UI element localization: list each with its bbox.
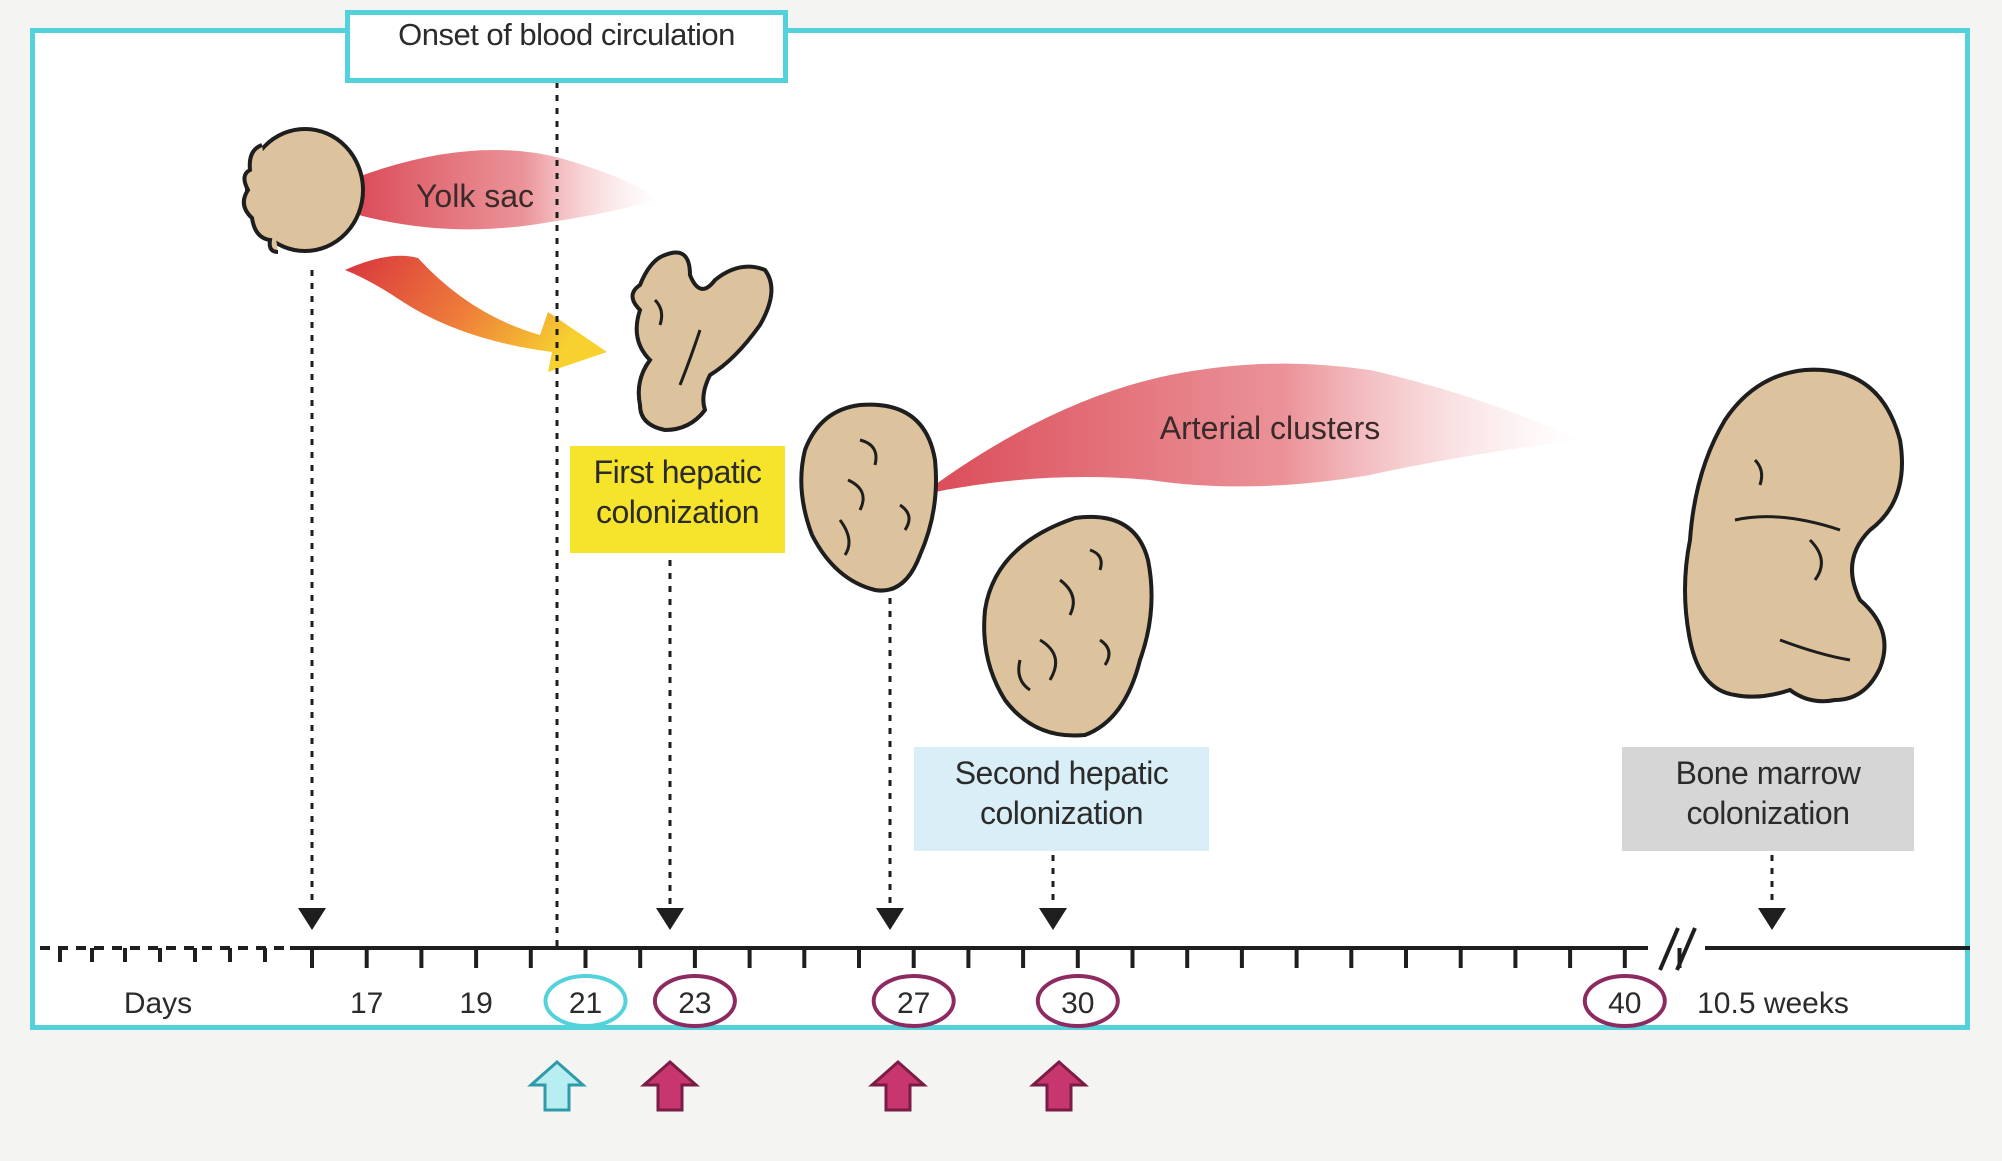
up-arrows <box>527 1059 1089 1112</box>
day-circle-marker <box>871 974 956 1028</box>
first-hepatic-colonization-box: First hepatic colonization <box>570 446 785 553</box>
curved-arrow-icon <box>345 255 607 372</box>
day-tick-label: 40 <box>1608 987 1641 1020</box>
onset-blood-circulation-box: Onset of blood circulation <box>345 10 788 83</box>
embryo-yolk-sac-icon <box>241 127 365 254</box>
bone-marrow-line2: colonization <box>1686 795 1851 831</box>
yolk-sac-label: Yolk sac <box>416 178 534 214</box>
days-axis-label: Days <box>124 987 192 1020</box>
first-hepatic-line1: First hepatic <box>593 454 762 490</box>
timeline-ticks <box>58 948 1682 968</box>
timeline-tick-labels: 17 19 21 23 27 30 40 <box>350 974 1667 1028</box>
day-tick-label: 23 <box>678 987 711 1020</box>
leader-arrowheads <box>298 908 1786 930</box>
day-tick-label: 17 <box>350 987 383 1020</box>
weeks-end-label: 10.5 weeks <box>1697 987 1849 1020</box>
yolk-sac-wedge <box>355 149 660 230</box>
day-tick-label: 27 <box>897 987 930 1020</box>
day-tick-label: 19 <box>459 987 492 1020</box>
embryo-day30-icon <box>982 515 1154 738</box>
embryo-day27-icon <box>799 402 938 593</box>
day-circle-marker <box>543 974 628 1028</box>
day-circle-marker <box>652 974 737 1028</box>
second-hepatic-colonization-box: Second hepatic colonization <box>914 747 1209 851</box>
embryo-10weeks-icon <box>1683 367 1904 704</box>
leader-lines <box>310 82 1774 948</box>
up-arrow-icon <box>640 1059 700 1112</box>
up-arrow-icon <box>868 1059 928 1112</box>
bone-marrow-line1: Bone marrow <box>1675 755 1861 791</box>
up-arrow-icon <box>1029 1059 1089 1112</box>
second-hepatic-line1: Second hepatic <box>954 755 1169 791</box>
day-circle-marker <box>1582 974 1667 1028</box>
day-tick-label: 21 <box>569 987 602 1020</box>
up-arrow-icon <box>527 1059 587 1112</box>
day-tick-label: 30 <box>1061 987 1094 1020</box>
second-hepatic-line2: colonization <box>980 795 1144 831</box>
bone-marrow-colonization-box: Bone marrow colonization <box>1622 747 1914 851</box>
embryo-day23-icon <box>630 250 774 433</box>
first-hepatic-line2: colonization <box>596 494 760 530</box>
day-circle-marker <box>1035 974 1120 1028</box>
onset-label: Onset of blood circulation <box>398 17 735 52</box>
arterial-clusters-wedge <box>925 363 1580 494</box>
arterial-clusters-label: Arterial clusters <box>1160 410 1381 446</box>
